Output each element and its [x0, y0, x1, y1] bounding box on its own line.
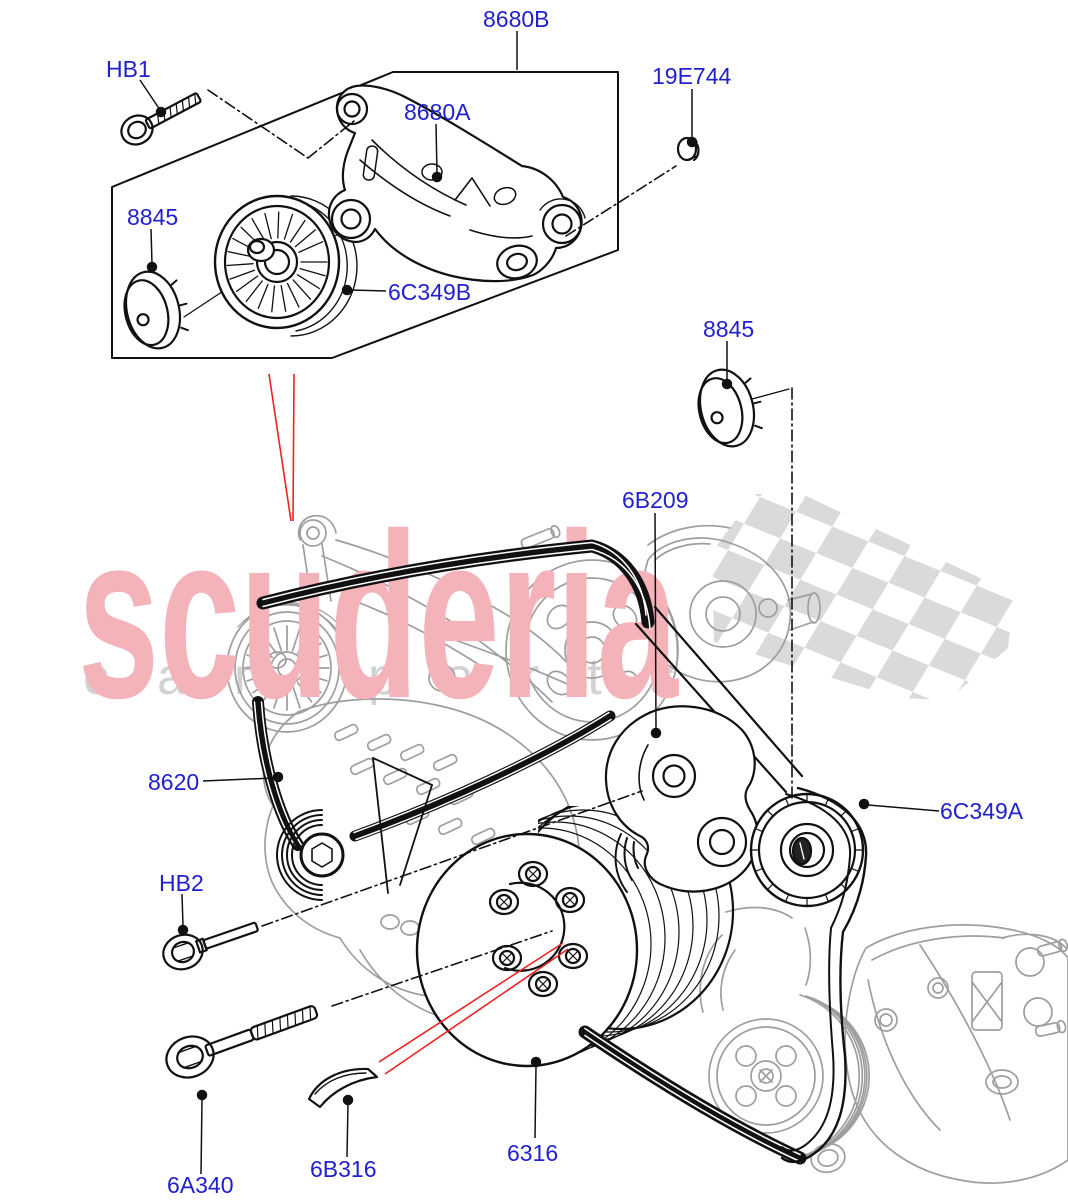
bracket-strut — [372, 757, 433, 894]
checkered-flag-watermark — [712, 494, 1014, 700]
assembly-axis-lines — [207, 89, 793, 1007]
part-label-6c349b[interactable]: 6C349B — [388, 279, 472, 305]
8845-cap-right — [697, 368, 763, 448]
part-label-6316[interactable]: 6316 — [507, 1140, 559, 1166]
part-label-8620[interactable]: 8620 — [148, 769, 200, 795]
watermark-brand-text: scuderia — [78, 484, 679, 747]
part-label-6c349a[interactable]: 6C349A — [940, 798, 1024, 824]
part-label-19e744[interactable]: 19E744 — [652, 63, 732, 89]
part-label-6b316[interactable]: 6B316 — [310, 1156, 377, 1182]
8845-cap-upper — [123, 270, 189, 350]
part-label-hb1[interactable]: HB1 — [106, 56, 151, 82]
watermark-word-parts: parts — [368, 648, 724, 706]
exploded-assembly-box — [111, 71, 619, 359]
black-line-art — [111, 71, 868, 1165]
6a340-bolt — [165, 1005, 319, 1079]
red-callout-lines — [268, 373, 569, 1075]
part-label-6a340[interactable]: 6A340 — [167, 1172, 234, 1198]
6c349b-pulley — [213, 194, 358, 337]
6b316-key — [307, 1067, 379, 1109]
hb2-bolt — [162, 921, 259, 971]
8680a-bracket — [327, 84, 586, 283]
watermark-brand: scuderia — [78, 484, 679, 747]
part-label-8845-right[interactable]: 8845 — [703, 316, 755, 342]
part-label-8845-upper[interactable]: 8845 — [127, 204, 179, 230]
part-label-6b209[interactable]: 6B209 — [622, 487, 689, 513]
belt-6c349a — [780, 786, 868, 1163]
belt-run-diagonal — [634, 605, 804, 794]
hb1-bolt — [120, 92, 202, 146]
alternator-pulley — [276, 809, 345, 901]
part-label-hb2[interactable]: HB2 — [159, 870, 204, 896]
crank-bolts — [488, 860, 589, 998]
watermark-word-car: car — [83, 648, 299, 706]
watermark-tagline: car parts — [83, 648, 724, 706]
part-label-8680b[interactable]: 8680B — [483, 6, 550, 32]
belt-tensioner-6b209 — [604, 705, 759, 893]
part-label-8680a[interactable]: 8680A — [404, 99, 471, 125]
leader-lines — [139, 31, 940, 1175]
belt-run-crank-to-compressor — [578, 1025, 807, 1165]
